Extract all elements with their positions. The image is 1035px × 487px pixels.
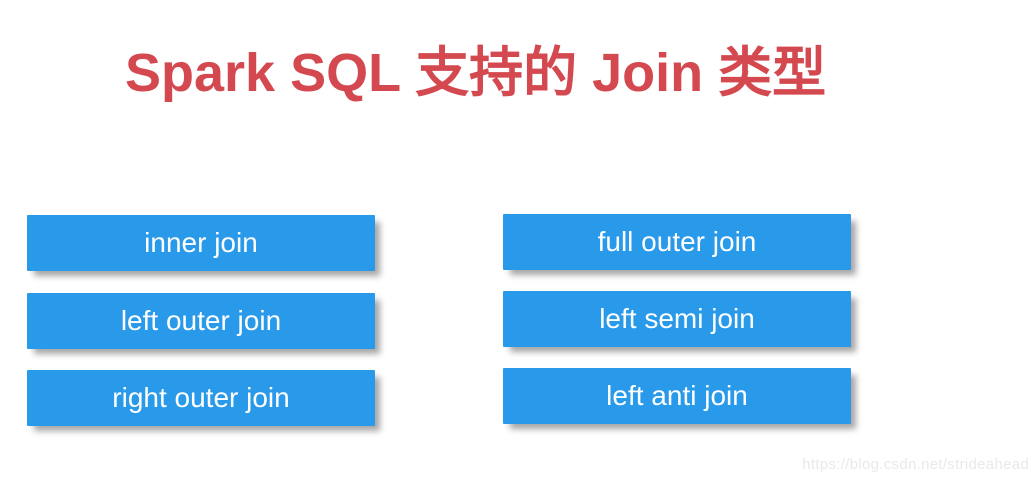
join-type-box-right-outer-join: right outer join — [27, 370, 375, 426]
join-type-box-left-anti-join: left anti join — [503, 368, 851, 424]
join-type-box-left-outer-join: left outer join — [27, 293, 375, 349]
page-title: Spark SQL 支持的 Join 类型 — [125, 43, 827, 103]
join-type-box-full-outer-join: full outer join — [503, 214, 851, 270]
watermark-url: https://blog.csdn.net/strideahead — [802, 456, 1029, 473]
join-type-box-inner-join: inner join — [27, 215, 375, 271]
join-type-box-left-semi-join: left semi join — [503, 291, 851, 347]
